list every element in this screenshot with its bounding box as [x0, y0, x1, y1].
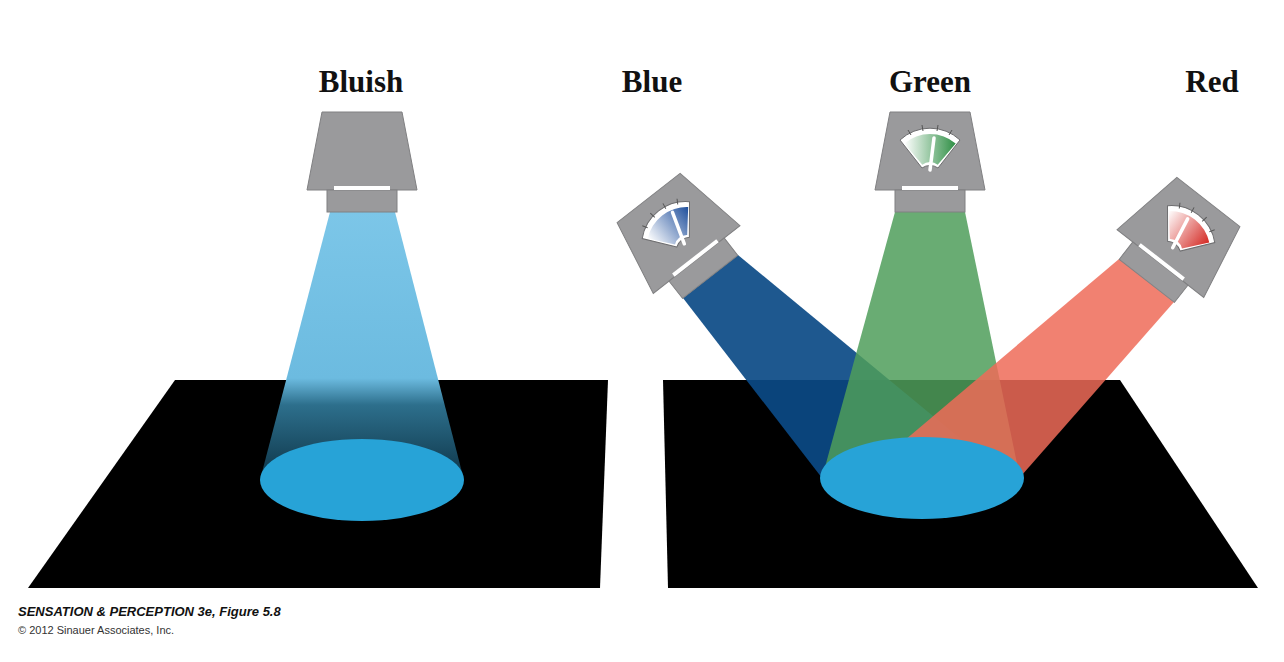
bluish-lamp: [307, 112, 417, 212]
mixed-spot: [820, 437, 1024, 519]
green-lamp: [875, 112, 985, 212]
copyright-note: © 2012 Sinauer Associates, Inc.: [18, 624, 174, 636]
light-label: Green: [889, 64, 971, 100]
bluish-spot: [260, 439, 464, 521]
light-label: Blue: [622, 64, 682, 100]
light-label: Red: [1185, 64, 1238, 100]
figure-caption: SENSATION & PERCEPTION 3e, Figure 5.8: [18, 604, 281, 619]
red-lamp: [1103, 168, 1251, 315]
light-label: Bluish: [319, 64, 403, 100]
blue-lamp: [605, 164, 753, 311]
